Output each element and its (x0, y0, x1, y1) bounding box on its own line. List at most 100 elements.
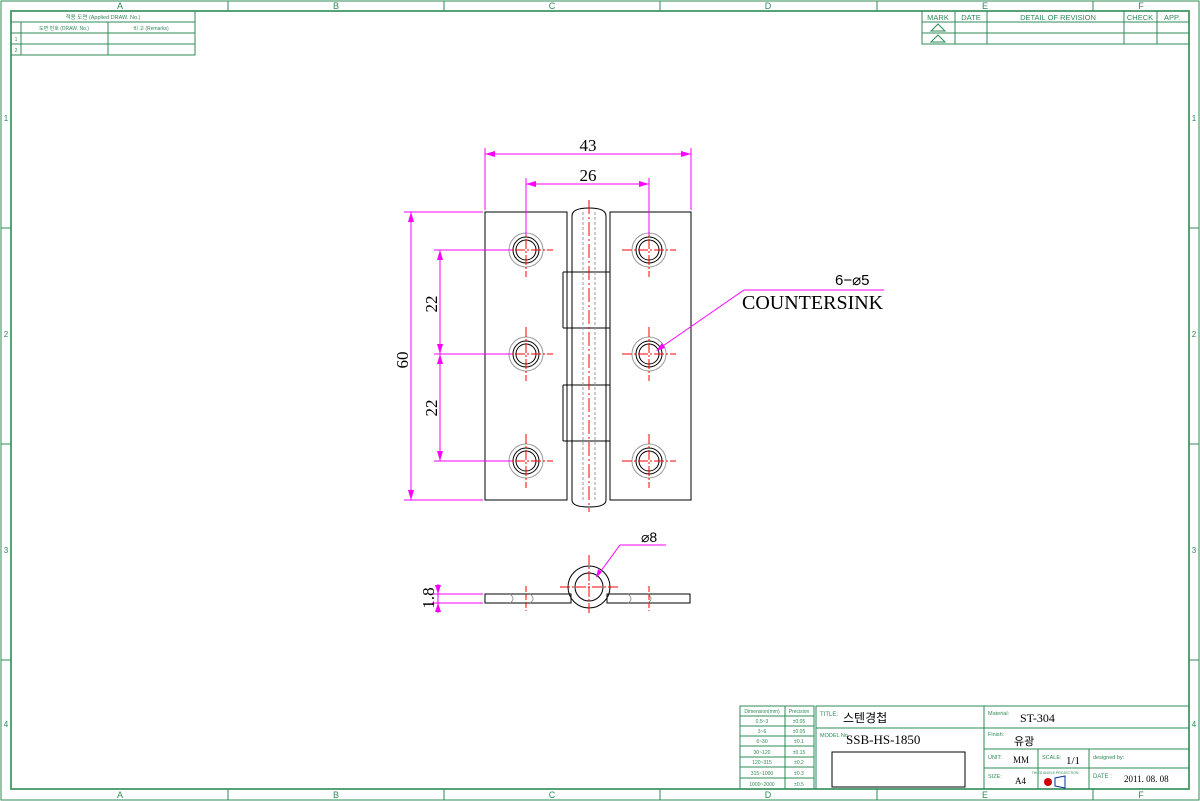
dimension-pin-diameter: ⌀8 (596, 529, 666, 578)
dimension-label: 26 (580, 166, 597, 185)
applied-table-row-no: 1 (15, 37, 18, 43)
row-label: 1 (4, 114, 9, 123)
tolerance-prec: ±0.05 (793, 719, 806, 725)
frame-row-labels-right: 1 2 3 4 (1192, 114, 1197, 729)
finish-value: 유광 (1014, 735, 1034, 748)
revision-header-detail: DETAIL OF REVISION (1020, 13, 1096, 22)
tolerance-dim: 6~30 (756, 739, 767, 745)
title-label: TITLE: (820, 712, 838, 718)
row-label: 4 (1192, 720, 1197, 729)
projection-symbol-icon (1044, 775, 1066, 789)
hinge-knuckle (562, 200, 611, 512)
designed-label: designed by: (1093, 755, 1125, 761)
frame-col-labels-bottom: A B C D E F (117, 790, 1144, 800)
unit-value: MM (1013, 755, 1029, 765)
row-label: 3 (1192, 546, 1197, 555)
hinge-front-view (484, 200, 692, 512)
applied-table-col-drawno: 도면 번호 (DRAW. No.) (39, 25, 89, 32)
tolerance-dim: 1000~2000 (749, 782, 774, 788)
tolerance-table: Dimension(mm) Precision 0.5~3 ±0.05 3~6 … (739, 705, 815, 790)
finish-label: Finish: (988, 732, 1005, 738)
tolerance-dim: 0.5~3 (756, 719, 769, 725)
revision-header-date: DATE (961, 13, 980, 22)
countersink-holes (499, 223, 676, 488)
date-label: DATE : (1093, 774, 1112, 780)
row-label: 1 (1192, 114, 1197, 123)
frame-col-labels-top: A B C D E F (117, 1, 1144, 11)
dimension-label: ⌀8 (641, 529, 657, 545)
tolerance-prec: ±0.3 (794, 771, 804, 777)
hole (622, 434, 676, 488)
revision-triangle-icon (929, 34, 947, 43)
tolerance-prec: ±0.05 (793, 729, 806, 735)
col-label: F (1138, 1, 1144, 11)
row-label: 4 (4, 720, 9, 729)
tolerance-prec: ±0.1 (794, 739, 804, 745)
dimension-label: 22 (422, 400, 441, 417)
col-label: C (549, 1, 556, 11)
col-label: F (1138, 790, 1144, 800)
col-label: C (549, 790, 556, 800)
applied-table-title: 적용 도면 (Applied DRAW. No.) (66, 13, 141, 21)
frame-row-labels-left: 1 2 3 4 (4, 114, 9, 729)
col-label: A (117, 790, 123, 800)
row-label: 2 (4, 330, 9, 339)
material-label: Material: (988, 711, 1010, 717)
hole (622, 327, 676, 381)
dimension-height-60: 60 (393, 211, 483, 501)
scale-value: 1/1 (1066, 755, 1080, 767)
model-value: SSB-HS-1850 (846, 732, 920, 747)
hole-note-type: COUNTERSINK (742, 292, 884, 314)
col-label: E (982, 790, 988, 800)
unit-label: UNIT: (988, 755, 1002, 761)
tolerance-header-dim: Dimension(mm) (744, 709, 780, 715)
tolerance-prec: ±0.2 (794, 760, 804, 766)
col-label: B (333, 790, 339, 800)
date-value: 2011. 08. 08 (1124, 774, 1169, 784)
tolerance-dim: 3~6 (758, 729, 767, 735)
title-block: TITLE: 스텐경첩 MODEL No. SSB-HS-1850 Materi… (815, 705, 1190, 790)
model-label: MODEL No. (820, 733, 850, 739)
dimension-thickness: 1.8 (419, 584, 483, 613)
hinge-side-view (484, 555, 691, 615)
projection-label: THIRD ANGLE PROJECTION (1032, 771, 1079, 775)
tolerance-prec: ±0.15 (793, 750, 806, 756)
size-label: SIZE: (988, 774, 1002, 780)
dimension-label: 1.8 (419, 587, 438, 608)
title-value: 스텐경첩 (843, 711, 887, 725)
tolerance-dim: 30~120 (754, 750, 771, 756)
row-label: 3 (4, 546, 9, 555)
hinge-left-leaf (484, 211, 568, 501)
revision-header-mark: MARK (927, 13, 949, 22)
revision-triangle-icon (929, 23, 947, 32)
dimension-label: 22 (422, 296, 441, 313)
tolerance-prec: ±0.5 (794, 782, 804, 788)
material-value: ST-304 (1020, 711, 1055, 725)
dimension-width-43: 43 (484, 136, 692, 210)
tolerance-dim: 315~1000 (751, 771, 774, 777)
hole-note-count: 6−⌀5 (835, 272, 869, 289)
revision-header-app: APP. (1164, 13, 1180, 22)
revision-table: MARK DATE DETAIL OF REVISION CHECK APP. (921, 10, 1190, 45)
size-value: A4 (1015, 776, 1026, 786)
revision-header-check: CHECK (1127, 13, 1153, 22)
col-label: A (117, 1, 123, 11)
tolerance-dim: 120~315 (752, 760, 772, 766)
applied-drawing-table: 적용 도면 (Applied DRAW. No.) 도면 번호 (DRAW. N… (10, 10, 196, 56)
applied-table-col-remarks: 비 고 (Remarks) (133, 25, 169, 32)
countersink-callout: 6−⌀5 COUNTERSINK (656, 272, 884, 351)
scale-label: SCALE: (1042, 755, 1062, 761)
dimension-label: 43 (580, 136, 597, 155)
applied-table-row-no: 2 (15, 48, 18, 54)
dimension-hole-spacing-26: 26 (525, 166, 650, 235)
col-label: D (765, 1, 772, 11)
tolerance-header-prec: Precision (789, 709, 810, 715)
col-label: B (333, 1, 339, 11)
dimension-label: 60 (393, 352, 412, 369)
col-label: D (765, 790, 772, 800)
hinge-right-leaf (609, 211, 692, 501)
dimension-hole-pitch: 22 22 (422, 249, 512, 462)
blank-box (831, 751, 966, 788)
